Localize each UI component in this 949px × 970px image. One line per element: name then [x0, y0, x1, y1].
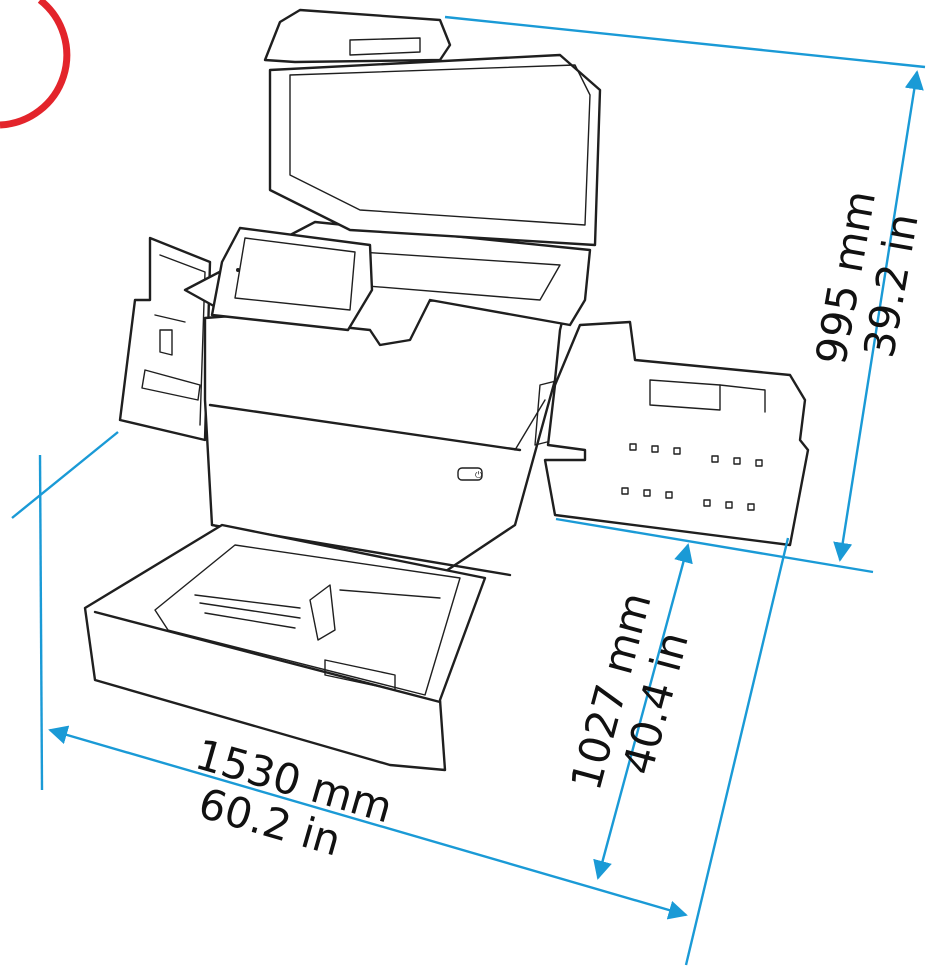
width-extension-left — [38, 454, 44, 791]
width-arrow — [48, 725, 688, 920]
height-extension-top — [444, 15, 926, 69]
power-button[interactable]: ⏻ — [457, 467, 483, 481]
height-arrow — [833, 70, 924, 562]
door-vents-top — [629, 443, 763, 467]
scanner-lid — [263, 8, 602, 247]
printer-illustration: ⏻ — [83, 8, 810, 772]
power-icon: ⏻ — [475, 470, 482, 481]
control-panel — [210, 226, 374, 332]
paper-tray — [83, 523, 487, 772]
door-vents-bottom — [621, 487, 755, 511]
corner-badge — [0, 0, 71, 129]
height-extension-bottom — [555, 517, 874, 574]
depth-dimension: 1027 mm 40.4 in — [561, 537, 790, 966]
width-extension-diag — [11, 431, 119, 519]
right-side-door — [543, 320, 810, 547]
depth-extension-right — [684, 537, 790, 966]
left-side-door — [118, 236, 212, 442]
